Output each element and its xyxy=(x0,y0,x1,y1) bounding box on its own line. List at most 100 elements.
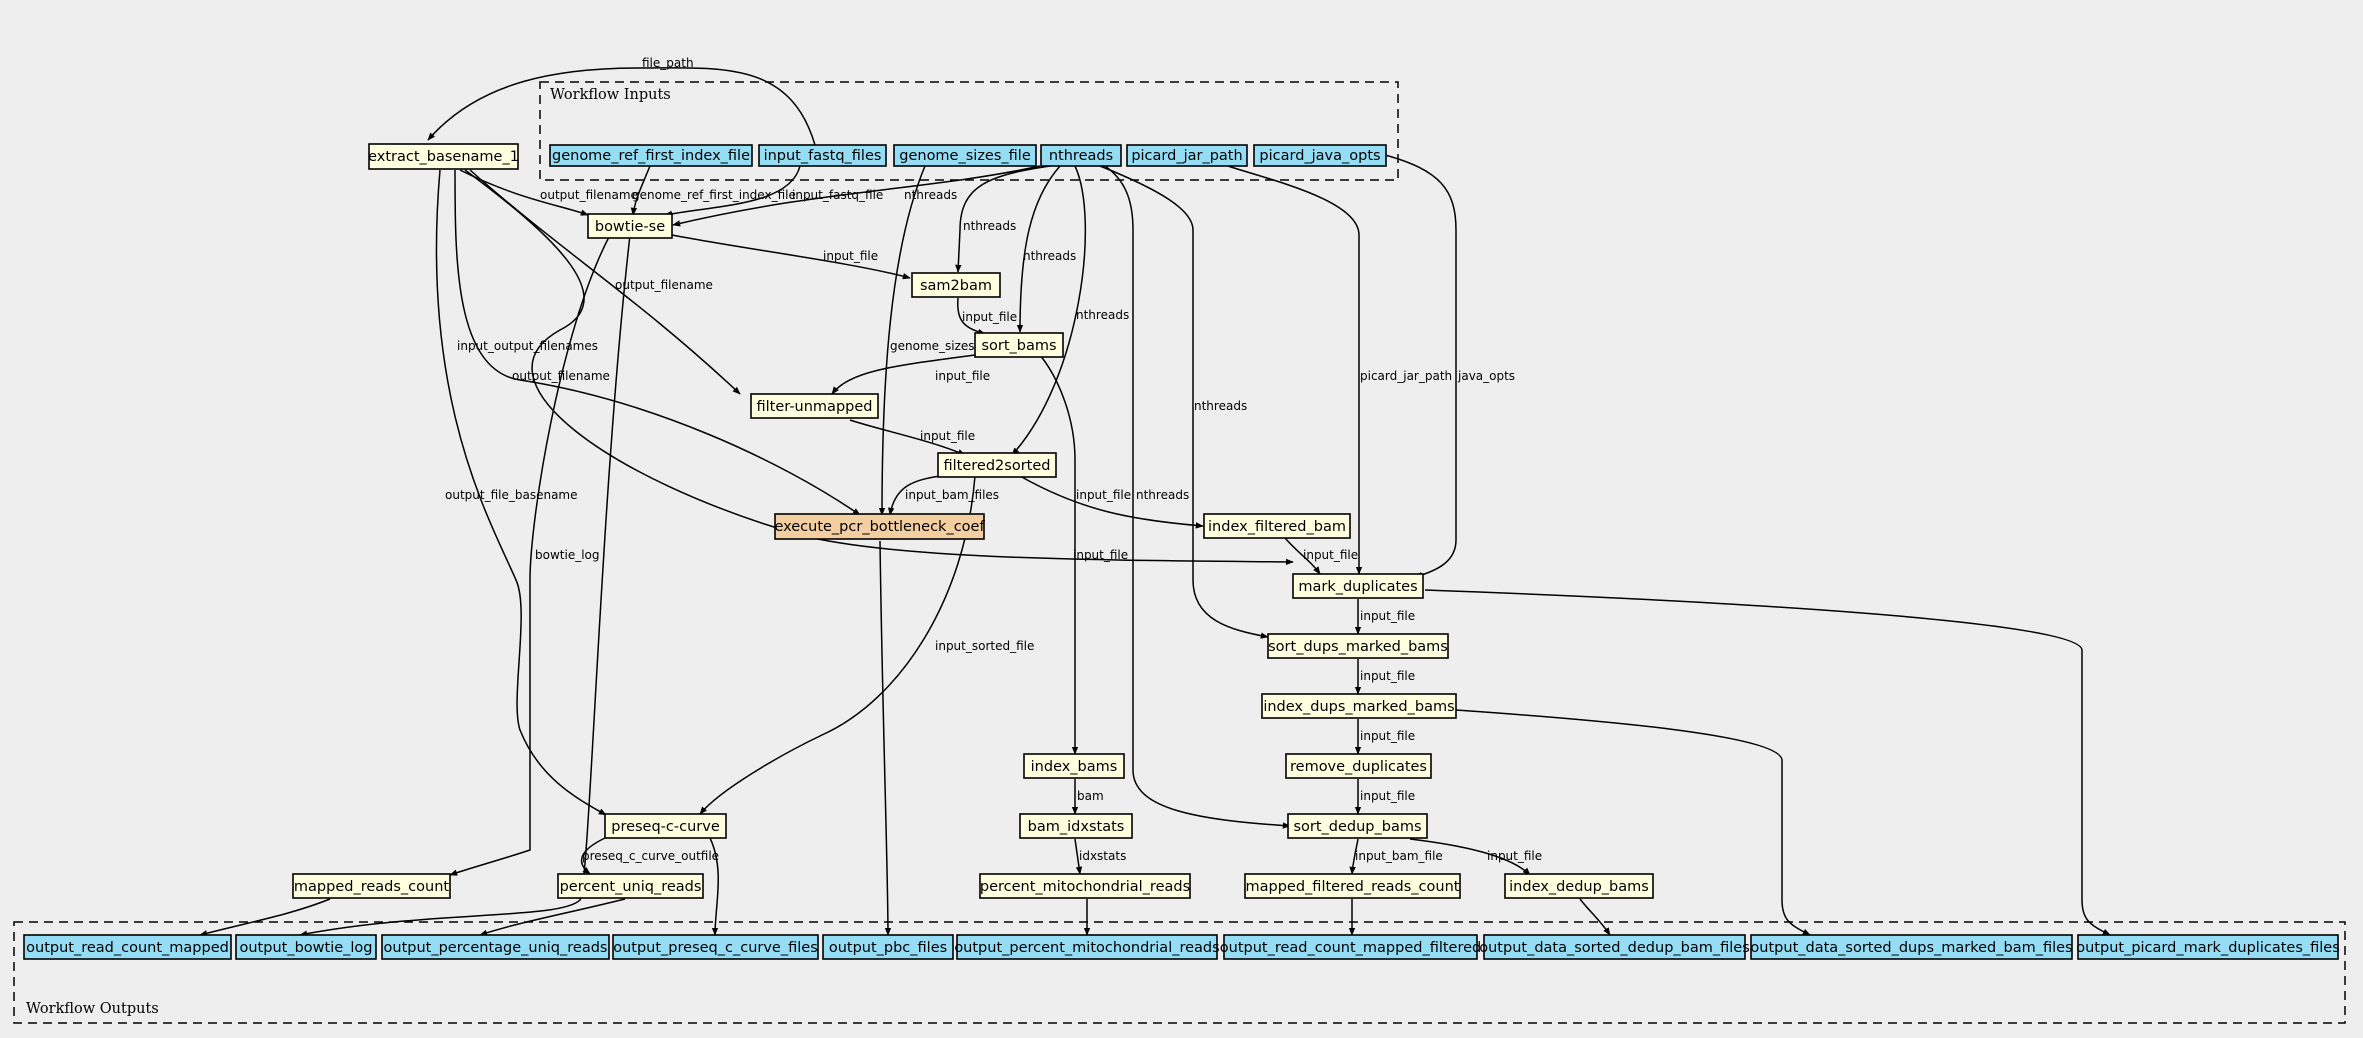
node-output-pbc-files[interactable]: output_pbc_files xyxy=(822,934,954,960)
node-output-percentage-uniq-reads[interactable]: output_percentage_uniq_reads xyxy=(381,934,610,960)
node-percent-mitochondrial-reads[interactable]: percent_mitochondrial_reads xyxy=(979,873,1191,899)
node-label: index_dedup_bams xyxy=(1509,879,1649,895)
node-output-data-sorted-dedup-bam-files[interactable]: output_data_sorted_dedup_bam_files xyxy=(1479,934,1750,960)
node-label: output_data_sorted_dedup_bam_files xyxy=(1479,940,1750,956)
edge-preseq-uniq: preseq_c_curve_outfile xyxy=(580,837,719,875)
node-mark-duplicates[interactable]: mark_duplicates xyxy=(1292,573,1424,599)
node-label: output_percent_mitochondrial_reads xyxy=(954,940,1219,956)
node-output-preseq-c-curve-files[interactable]: output_preseq_c_curve_files xyxy=(612,934,819,960)
output-box xyxy=(1483,934,1746,960)
node-genome-ref-first-index-file[interactable]: genome_ref_first_index_file xyxy=(549,144,753,167)
edge-indexdups-remove: input_file xyxy=(1354,719,1415,755)
node-genome-sizes-file[interactable]: genome_sizes_file xyxy=(893,144,1037,167)
node-label: index_filtered_bam xyxy=(1208,519,1346,535)
step-box xyxy=(937,452,1057,478)
node-label: mark_duplicates xyxy=(1298,579,1417,595)
node-output-bowtie-log[interactable]: output_bowtie_log xyxy=(235,934,377,960)
edge-label: input_file xyxy=(1076,488,1131,502)
edge-label: nthreads xyxy=(1076,308,1129,322)
edge-label: input_file xyxy=(1360,789,1415,803)
node-label: index_dups_marked_bams xyxy=(1263,699,1454,715)
node-input-fastq-files[interactable]: input_fastq_files xyxy=(758,144,887,167)
node-preseq-c-curve[interactable]: preseq-c-curve xyxy=(604,813,727,839)
edge-label: java_opts xyxy=(1457,369,1515,383)
edge-nthreads-bowtie: nthreads xyxy=(672,165,1041,227)
node-label: picard_jar_path xyxy=(1131,148,1242,164)
highlight-box xyxy=(774,513,985,540)
edge-bowtie-sam2bam: input_file xyxy=(671,234,911,280)
node-output-data-sorted-dups-marked-bam-files[interactable]: output_data_sorted_dups_marked_bam_files xyxy=(1750,934,2073,960)
node-label: remove_duplicates xyxy=(1290,759,1427,775)
edge-mappedreads-out xyxy=(199,898,331,937)
edges-layer: file_path genome_ref_first_index_file in… xyxy=(199,56,2111,937)
node-label: sort_dups_marked_bams xyxy=(1268,639,1448,655)
edge-filtered2sorted-index: input_file xyxy=(1019,475,1204,529)
node-label: execute_pcr_bottleneck_coef xyxy=(774,519,985,535)
workflow-inputs-label: Workflow Inputs xyxy=(550,87,671,103)
node-output-read-count-mapped-filtered[interactable]: output_read_count_mapped_filtered xyxy=(1220,934,1481,960)
edge-label: input_file xyxy=(823,249,878,263)
input-box xyxy=(1253,144,1387,167)
workflow-inputs-cluster: Workflow Inputs xyxy=(539,81,1399,181)
node-execute-pcr-bottleneck-coef[interactable]: execute_pcr_bottleneck_coef xyxy=(774,513,985,540)
node-percent-uniq-reads[interactable]: percent_uniq_reads xyxy=(557,873,704,899)
step-box xyxy=(1287,813,1428,839)
edge-label: nthreads xyxy=(1023,249,1076,263)
edge-label: genome_ref_first_index_file xyxy=(632,188,796,202)
node-label: mapped_filtered_reads_count xyxy=(1246,879,1460,895)
node-output-picard-mark-duplicates-files[interactable]: output_picard_mark_duplicates_files xyxy=(2076,934,2340,960)
node-index-bams[interactable]: index_bams xyxy=(1023,753,1125,779)
node-extract-basename-1[interactable]: extract_basename_1 xyxy=(368,143,519,170)
edge-pcr-out xyxy=(879,540,892,936)
edge-idxstats-mito: idxstats xyxy=(1074,838,1126,875)
nodes-layer: genome_ref_first_index_file input_fastq_… xyxy=(23,143,2340,960)
node-label: preseq-c-curve xyxy=(611,819,720,835)
node-index-dedup-bams[interactable]: index_dedup_bams xyxy=(1504,873,1654,899)
node-sort-dups-marked-bams[interactable]: sort_dups_marked_bams xyxy=(1267,633,1449,659)
node-sort-bams[interactable]: sort_bams xyxy=(974,332,1064,358)
edge-label: input_file xyxy=(1487,849,1542,863)
input-box xyxy=(758,144,887,167)
node-sort-dedup-bams[interactable]: sort_dedup_bams xyxy=(1287,813,1428,839)
edge-label: idxstats xyxy=(1079,849,1126,863)
node-picard-java-opts[interactable]: picard_java_opts xyxy=(1253,144,1387,167)
edge-label: input_file xyxy=(962,310,1017,324)
node-mapped-filtered-reads-count[interactable]: mapped_filtered_reads_count xyxy=(1244,873,1461,899)
node-label: sort_bams xyxy=(981,338,1056,354)
node-remove-duplicates[interactable]: remove_duplicates xyxy=(1285,753,1432,779)
node-label: output_pbc_files xyxy=(829,940,947,956)
edge-label: genome_sizes xyxy=(890,339,975,353)
edge-sort-filter: input_file xyxy=(831,354,990,395)
node-label: output_read_count_mapped_filtered xyxy=(1220,940,1481,956)
node-bam-idxstats[interactable]: bam_idxstats xyxy=(1019,813,1133,839)
output-box xyxy=(612,934,819,960)
workflow-outputs-label: Workflow Outputs xyxy=(26,1001,159,1017)
node-picard-jar-path[interactable]: picard_jar_path xyxy=(1126,144,1248,167)
step-box xyxy=(604,813,727,839)
edge-label: input_file xyxy=(1360,609,1415,623)
edge-sort-indexbams: input_file xyxy=(1039,354,1128,755)
node-label: bam_idxstats xyxy=(1028,819,1125,835)
node-bowtie-se[interactable]: bowtie-se xyxy=(587,213,673,239)
output-box xyxy=(2077,934,2339,960)
node-sam2bam[interactable]: sam2bam xyxy=(911,272,1001,298)
node-filter-unmapped[interactable]: filter-unmapped xyxy=(750,393,879,419)
node-label: sam2bam xyxy=(920,278,992,294)
edge-sortdedup-mappedfiltered: input_bam_file xyxy=(1349,838,1443,875)
node-output-percent-mitochondrial-reads[interactable]: output_percent_mitochondrial_reads xyxy=(954,934,1220,960)
edge-preseq-out xyxy=(709,837,719,936)
edge-label: preseq_c_curve_outfile xyxy=(582,849,719,863)
node-label: nthreads xyxy=(1049,148,1113,164)
edge-sam2bam-sort: input_file xyxy=(957,297,1017,335)
node-filtered2sorted[interactable]: filtered2sorted xyxy=(937,452,1057,478)
node-index-dups-marked-bams[interactable]: index_dups_marked_bams xyxy=(1261,693,1457,719)
node-output-read-count-mapped[interactable]: output_read_count_mapped xyxy=(23,934,232,960)
edge-label: input_output_filenames xyxy=(457,339,598,353)
node-nthreads[interactable]: nthreads xyxy=(1040,144,1122,167)
output-box xyxy=(1750,934,2073,960)
edge-nthreads-sam2bam: nthreads xyxy=(955,165,1051,273)
node-mapped-reads-count[interactable]: mapped_reads_count xyxy=(292,873,451,899)
node-index-filtered-bam[interactable]: index_filtered_bam xyxy=(1203,513,1351,539)
step-box xyxy=(1203,513,1351,539)
edge-genome-ref: genome_ref_first_index_file xyxy=(630,165,796,216)
